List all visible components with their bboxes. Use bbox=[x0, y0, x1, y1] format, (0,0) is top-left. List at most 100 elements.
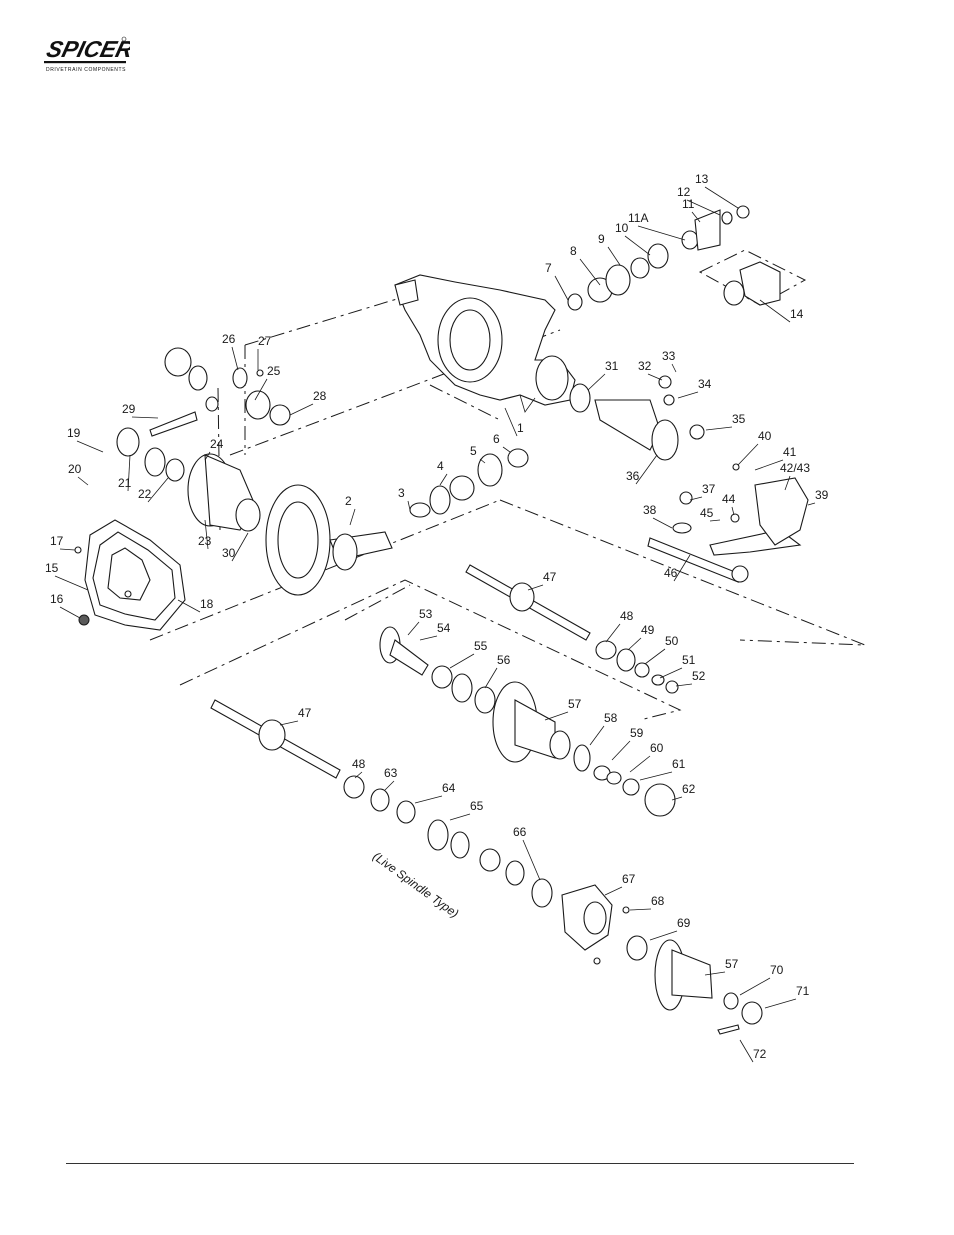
callout-label-67: 67 bbox=[622, 872, 636, 886]
callout-leader-61 bbox=[640, 772, 672, 780]
callout-label-4: 4 bbox=[437, 459, 444, 473]
callout-label-24: 24 bbox=[210, 437, 224, 451]
callout-leader-13 bbox=[705, 187, 738, 208]
callout-label-7: 7 bbox=[545, 261, 552, 275]
callout-leader-7 bbox=[555, 276, 568, 300]
callout-leader-29 bbox=[132, 417, 158, 418]
callout-label-55: 55 bbox=[474, 639, 488, 653]
callout-label-21: 21 bbox=[118, 476, 132, 490]
callout-label-15: 15 bbox=[45, 561, 59, 575]
callout-leader-55 bbox=[450, 654, 474, 668]
callout-label-5: 5 bbox=[470, 444, 477, 458]
callout-label-48b: 48 bbox=[352, 757, 366, 771]
callout-label-66: 66 bbox=[513, 825, 527, 839]
axle-housing bbox=[395, 275, 575, 412]
callout-label-10: 10 bbox=[615, 221, 629, 235]
callout-label-38: 38 bbox=[643, 503, 657, 517]
callout-leader-49 bbox=[628, 638, 641, 650]
callout-leader-68 bbox=[630, 909, 651, 910]
callout-leader-53 bbox=[408, 622, 419, 635]
callout-label-61: 61 bbox=[672, 757, 686, 771]
callout-label-52: 52 bbox=[692, 669, 706, 683]
callout-leader-32 bbox=[648, 374, 662, 380]
callout-label-54: 54 bbox=[437, 621, 451, 635]
callout-leader-41 bbox=[755, 460, 783, 470]
callout-label-13: 13 bbox=[695, 172, 709, 186]
callout-leader-34 bbox=[678, 392, 698, 398]
callout-label-8: 8 bbox=[570, 244, 577, 258]
callout-leader-3 bbox=[408, 501, 410, 510]
callout-label-50: 50 bbox=[665, 634, 679, 648]
callout-label-71: 71 bbox=[796, 984, 810, 998]
callout-label-53: 53 bbox=[419, 607, 433, 621]
callout-leader-11A bbox=[638, 226, 685, 240]
callout-leader-45 bbox=[710, 520, 720, 521]
callout-label-44: 44 bbox=[722, 492, 736, 506]
callout-label-11A: 11A bbox=[628, 211, 648, 225]
callout-leader-70 bbox=[740, 978, 770, 995]
callout-leader-35 bbox=[706, 427, 732, 430]
callout-leader-31 bbox=[588, 374, 605, 390]
callout-label-17: 17 bbox=[50, 534, 64, 548]
callout-label-64: 64 bbox=[442, 781, 456, 795]
callout-label-11: 11 bbox=[682, 197, 695, 211]
callout-label-63: 63 bbox=[384, 766, 398, 780]
inner-axle-shaft-lower bbox=[211, 700, 762, 1034]
callout-label-23: 23 bbox=[198, 534, 212, 548]
callout-label-41: 41 bbox=[783, 445, 797, 459]
callout-leader-66 bbox=[523, 840, 540, 880]
callout-label-14: 14 bbox=[790, 307, 804, 321]
callout-label-56: 56 bbox=[497, 653, 511, 667]
callout-leader-54 bbox=[420, 636, 437, 640]
callout-label-47a: 47 bbox=[543, 570, 557, 584]
callout-leader-2 bbox=[350, 509, 355, 525]
callout-label-29: 29 bbox=[122, 402, 136, 416]
callout-leader-38 bbox=[653, 518, 672, 528]
callout-label-42-43: 42/43 bbox=[780, 461, 810, 475]
callout-leader-33 bbox=[672, 364, 676, 372]
callout-label-51: 51 bbox=[682, 653, 696, 667]
callout-leader-8 bbox=[580, 259, 600, 285]
callout-label-57b: 57 bbox=[725, 957, 739, 971]
callout-label-48a: 48 bbox=[620, 609, 634, 623]
callout-label-33: 33 bbox=[662, 349, 676, 363]
callout-label-70: 70 bbox=[770, 963, 784, 977]
callout-leader-58 bbox=[590, 726, 604, 745]
callout-label-46: 46 bbox=[664, 566, 678, 580]
callout-label-28: 28 bbox=[313, 389, 327, 403]
callout-label-6: 6 bbox=[493, 432, 500, 446]
callout-label-32: 32 bbox=[638, 359, 652, 373]
callout-leader-72 bbox=[740, 1040, 753, 1062]
callout-label-18: 18 bbox=[200, 597, 214, 611]
callout-label-31: 31 bbox=[605, 359, 619, 373]
callout-leader-69 bbox=[650, 931, 677, 940]
callout-leader-64 bbox=[415, 796, 442, 803]
callout-label-34: 34 bbox=[698, 377, 712, 391]
callout-label-68: 68 bbox=[651, 894, 665, 908]
callout-leader-48a bbox=[606, 624, 620, 642]
callout-leader-47b bbox=[280, 721, 298, 725]
callout-leader-57a bbox=[545, 712, 568, 720]
callout-leader-40 bbox=[738, 444, 758, 465]
callout-leader-16 bbox=[60, 607, 80, 618]
callout-leader-10 bbox=[625, 236, 650, 255]
callout-leader-18 bbox=[178, 600, 200, 612]
callout-leader-51 bbox=[660, 668, 682, 678]
callout-label-45: 45 bbox=[700, 506, 714, 520]
callout-label-27: 27 bbox=[258, 334, 272, 348]
callout-label-16: 16 bbox=[50, 592, 64, 606]
callout-label-35: 35 bbox=[732, 412, 746, 426]
callout-leader-1 bbox=[505, 408, 517, 436]
callout-label-1: 1 bbox=[517, 421, 524, 435]
callout-leader-17 bbox=[60, 549, 75, 550]
diagram-caption: (Live Spindle Type) bbox=[370, 849, 461, 921]
callout-leader-71 bbox=[765, 999, 796, 1008]
callout-label-69: 69 bbox=[677, 916, 691, 930]
callout-leader-39 bbox=[808, 503, 815, 505]
callout-label-57a: 57 bbox=[568, 697, 582, 711]
callout-label-9: 9 bbox=[598, 232, 605, 246]
footer-rule bbox=[66, 1163, 854, 1164]
callout-leader-14 bbox=[760, 300, 790, 322]
